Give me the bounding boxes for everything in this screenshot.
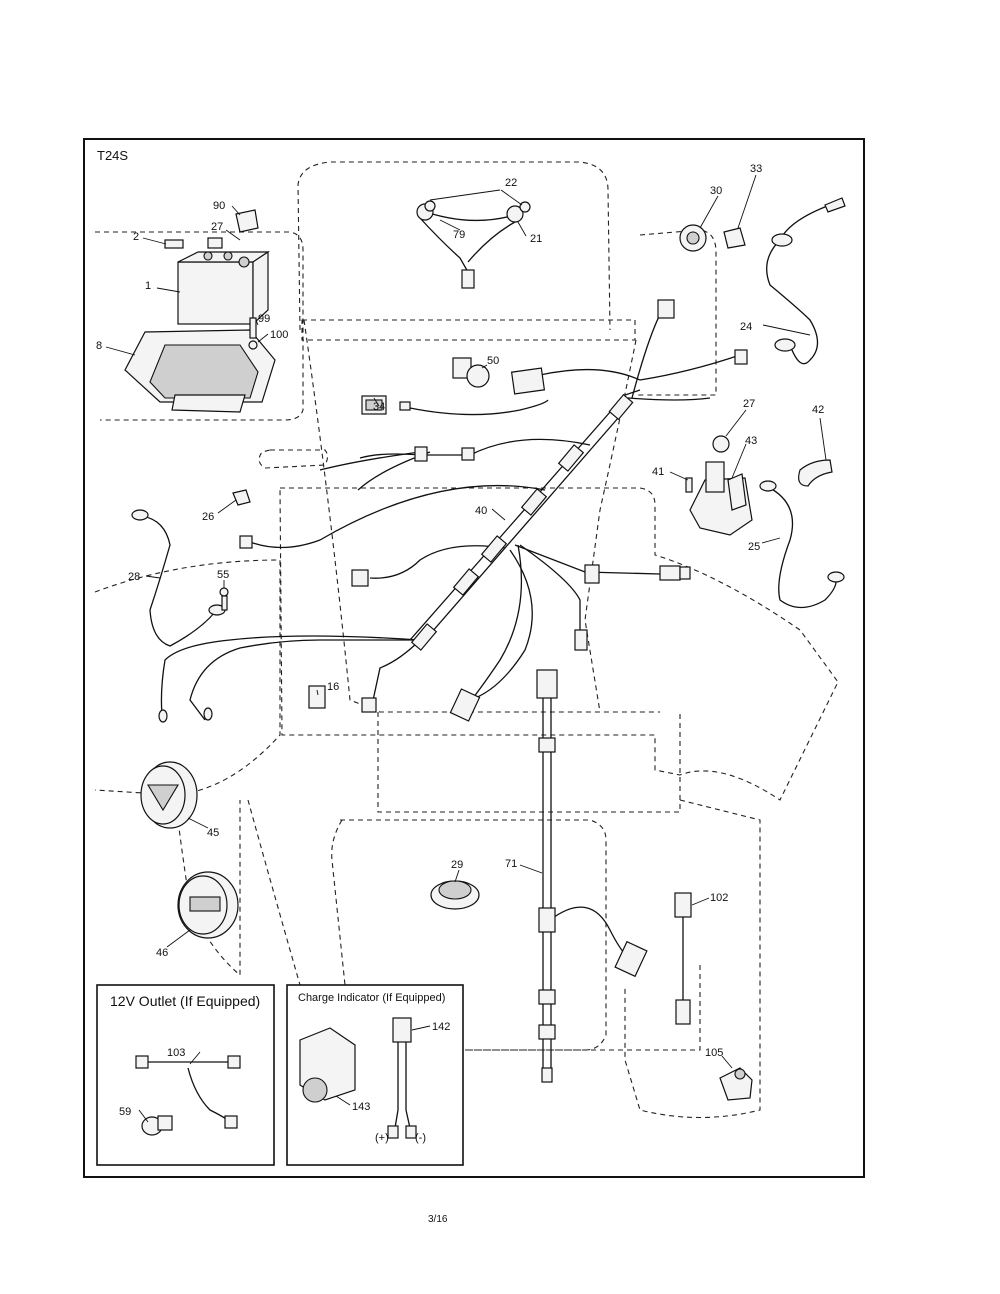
minus-terminal-label: (-) [415,1132,426,1144]
part-label-105: 105 [705,1047,723,1059]
solenoid-area [685,435,845,609]
part-label-30: 30 [710,185,722,197]
part-label-102: 102 [710,892,728,904]
part-label-16: 16 [327,681,339,693]
part-label-50: 50 [487,355,499,367]
part-label-25: 25 [748,541,760,553]
outlet-inset-title: 12V Outlet (If Equipped) [110,993,260,1009]
part-label-143: 143 [352,1101,370,1113]
main-harness [160,299,748,722]
ignition-area [679,197,846,365]
plus-terminal-label: (+) [375,1132,389,1144]
part-label-43: 43 [745,435,757,447]
part-label-28: 28 [128,571,140,583]
part-label-99: 99 [258,313,270,325]
part-label-71: 71 [505,858,517,870]
part-label-27b: 27 [743,398,755,410]
part-label-34: 34 [373,401,385,413]
part-label-8: 8 [96,340,102,352]
part-label-79: 79 [453,229,465,241]
part-label-40: 40 [475,505,487,517]
rear-components [674,892,753,1101]
part-label-29: 29 [451,859,463,871]
indicator-inset-title: Charge Indicator (If Equipped) [298,992,445,1004]
leader-lines [105,174,827,1123]
part-label-59: 59 [119,1106,131,1118]
ammeter-gauge [140,761,198,829]
part-label-142: 142 [432,1021,450,1033]
part-label-45: 45 [207,827,219,839]
seat-switch [430,880,480,910]
harness-71 [536,669,648,1083]
misc-components [131,357,490,723]
headlight-harness [416,200,531,289]
part-label-22: 22 [505,177,517,189]
part-label-2: 2 [133,231,139,243]
part-label-24: 24 [740,321,752,333]
part-label-100: 100 [270,329,288,341]
part-label-42: 42 [812,404,824,416]
part-label-1: 1 [145,280,151,292]
part-labels: 1 2 8 16 21 22 24 25 26 27 27 28 29 30 3… [96,163,824,1118]
hour-meter [177,871,239,939]
battery-tray [124,329,276,413]
part-label-27a: 27 [211,221,223,233]
part-label-26: 26 [202,511,214,523]
inset-12v-outlet: 12V Outlet (If Equipped) [96,984,275,1166]
page-number: 3/16 [428,1214,448,1225]
part-label-103: 103 [167,1047,185,1059]
part-label-90: 90 [213,200,225,212]
model-code: T24S [97,148,129,163]
part-label-55: 55 [217,569,229,581]
inset-charge-indicator: Charge Indicator (If Equipped) (+) (-) [286,984,464,1166]
part-label-41: 41 [652,466,664,478]
part-label-33: 33 [750,163,762,175]
battery [177,250,270,326]
diagram-frame: T24S [83,138,865,1178]
part-label-21: 21 [530,233,542,245]
part-label-46: 46 [156,947,168,959]
